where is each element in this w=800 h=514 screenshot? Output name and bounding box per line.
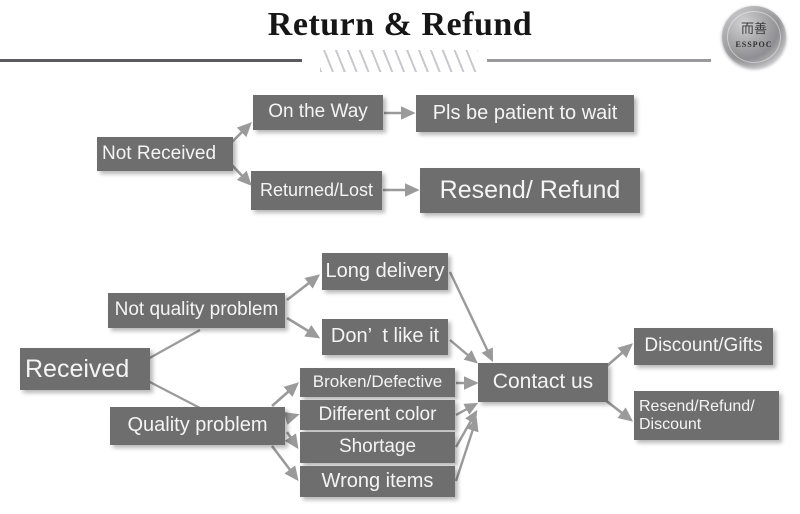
node-pls-be-patient-to-wait[interactable]: Pls be patient to wait xyxy=(416,95,634,132)
node-not-received[interactable]: Not Received xyxy=(97,137,233,171)
node-on-the-way[interactable]: On the Way xyxy=(253,95,383,130)
page-title: Return & Refund xyxy=(267,6,533,43)
logo-ring xyxy=(727,11,781,63)
divider-right xyxy=(487,59,711,62)
divider-hatch-ornament xyxy=(320,50,478,72)
node-wrong-items[interactable]: Wrong items xyxy=(300,466,455,497)
node-broken-defective[interactable]: Broken/Defective xyxy=(300,368,455,397)
node-contact-us[interactable]: Contact us xyxy=(478,363,608,402)
node-returned-lost[interactable]: Returned/Lost xyxy=(251,171,382,210)
node-different-color[interactable]: Different color xyxy=(300,400,455,430)
node-resend-refund-discount[interactable]: Resend/Refund/ Discount xyxy=(634,391,779,440)
logo-brand-text: ESSPOC xyxy=(735,40,773,49)
node-dont-like-it[interactable]: Don’ t like it xyxy=(322,319,448,355)
node-long-delivery[interactable]: Long delivery xyxy=(322,253,448,290)
node-resend-refund[interactable]: Resend/ Refund xyxy=(420,168,640,213)
divider-left xyxy=(0,59,302,62)
node-quality-problem[interactable]: Quality problem xyxy=(110,407,285,445)
esspoc-logo: 而善 ESSPOC xyxy=(722,6,786,68)
node-not-quality-problem[interactable]: Not quality problem xyxy=(108,293,285,328)
node-received[interactable]: Received xyxy=(20,348,150,390)
node-discount-gifts[interactable]: Discount/Gifts xyxy=(634,328,773,365)
node-shortage[interactable]: Shortage xyxy=(300,432,455,463)
logo-chinese-text: 而善 xyxy=(740,22,767,37)
